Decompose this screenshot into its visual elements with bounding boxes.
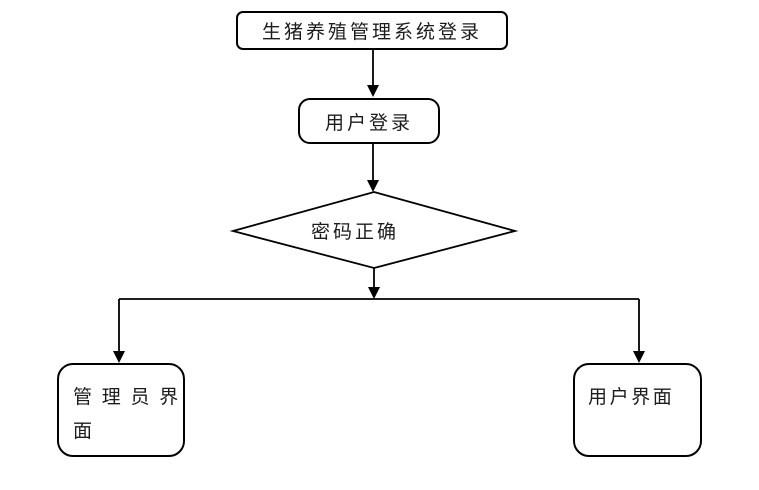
arrow-decision-to-branch (368, 268, 380, 299)
arrow-system-login-to-user-login (367, 50, 379, 97)
arrow-branch-to-admin-interface (113, 299, 125, 363)
node-user-interface-label: 用户界面 (588, 387, 675, 408)
node-user-login-label: 用户登录 (324, 112, 413, 134)
node-user-interface: 用户界面 (573, 363, 702, 457)
node-password-check: 密码正确 (233, 192, 515, 268)
node-system-login-label: 生猪养殖管理系统登录 (261, 22, 482, 43)
arrow-user-login-to-decision (367, 144, 379, 192)
node-admin-interface-label: 管 理 员 界 面 (73, 387, 181, 442)
node-password-check-label: 密码正确 (310, 221, 399, 243)
arrow-branch-to-user-interface (633, 299, 645, 363)
node-admin-interface: 管 理 员 界 面 (57, 363, 185, 457)
node-user-login: 用户登录 (298, 98, 440, 144)
node-system-login: 生猪养殖管理系统登录 (236, 11, 508, 50)
